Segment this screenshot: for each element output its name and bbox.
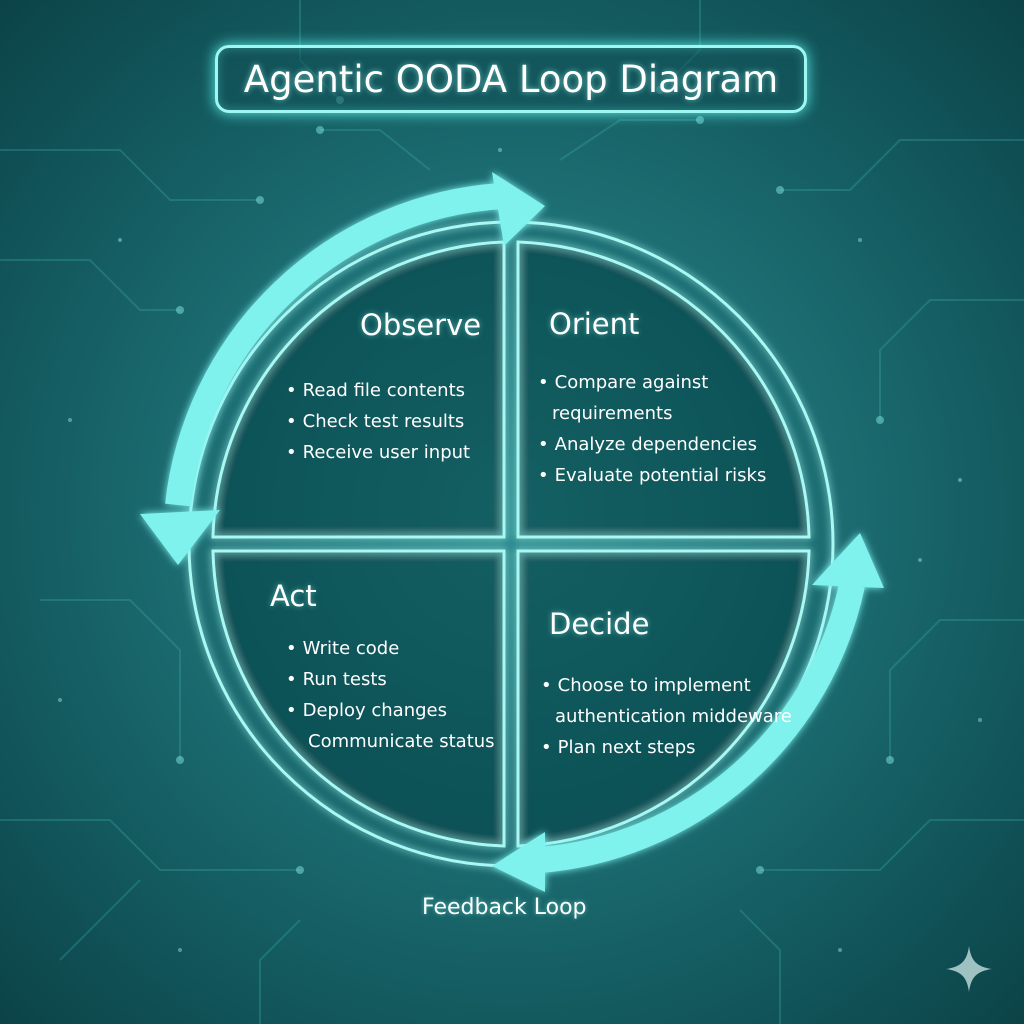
list-item: •Check test results bbox=[286, 411, 465, 432]
diagram-title: Agentic OODA Loop Diagram bbox=[243, 57, 779, 101]
decide-quadrant bbox=[516, 549, 811, 848]
list-item: Communicate status bbox=[308, 731, 495, 752]
observe-heading: Observe bbox=[360, 308, 482, 342]
list-item: •Choose to implement bbox=[541, 675, 751, 696]
list-item: requirements bbox=[552, 403, 673, 424]
list-item: authentication middeware bbox=[555, 706, 792, 727]
list-item: •Plan next steps bbox=[541, 737, 696, 758]
observe-quadrant bbox=[211, 240, 506, 539]
list-item: •Receive user input bbox=[286, 442, 471, 463]
orient-heading: Orient bbox=[549, 307, 640, 341]
list-item: •Deploy changes bbox=[286, 700, 447, 721]
list-item: •Read file contents bbox=[286, 380, 466, 401]
act-quadrant bbox=[211, 549, 506, 848]
curved-arrow-icon bbox=[492, 533, 884, 892]
list-item: •Compare against bbox=[538, 372, 709, 393]
observe-list: •Read file contents •Check test results … bbox=[286, 375, 470, 468]
list-item: •Analyze dependencies bbox=[538, 434, 757, 455]
list-item: •Evaluate potential risks bbox=[538, 465, 767, 486]
act-heading: Act bbox=[270, 579, 317, 613]
sparkle-icon bbox=[946, 946, 992, 992]
decide-heading: Decide bbox=[549, 607, 650, 641]
feedback-loop-label: Feedback Loop bbox=[422, 895, 587, 920]
list-item: •Write code bbox=[286, 638, 400, 659]
orient-quadrant bbox=[516, 240, 811, 539]
orient-list: •Compare against requirements •Analyze d… bbox=[538, 367, 766, 491]
list-item: •Run tests bbox=[286, 669, 387, 690]
act-list: •Write code •Run tests •Deploy changes C… bbox=[286, 633, 495, 757]
curved-arrow-icon bbox=[140, 172, 545, 565]
title-box: Agentic OODA Loop Diagram bbox=[215, 45, 807, 113]
decide-list: •Choose to implement authentication midd… bbox=[541, 670, 792, 763]
